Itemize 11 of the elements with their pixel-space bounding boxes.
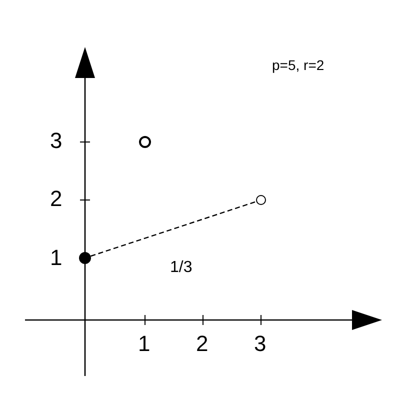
point-marker — [139, 136, 151, 148]
axis-tick-label: 2 — [50, 188, 62, 210]
axis-tick-label: 3 — [50, 130, 62, 152]
dashed-line — [90, 201, 256, 257]
axis-tick-label: 1 — [50, 247, 62, 269]
axis-tick-label: 3 — [254, 333, 266, 355]
axis-tick-label: 2 — [196, 333, 208, 355]
axis-tick-label: 1 — [138, 333, 150, 355]
parameter-note: p=5, r=2 — [272, 58, 324, 72]
point-marker — [256, 195, 266, 205]
point-marker — [79, 252, 91, 264]
